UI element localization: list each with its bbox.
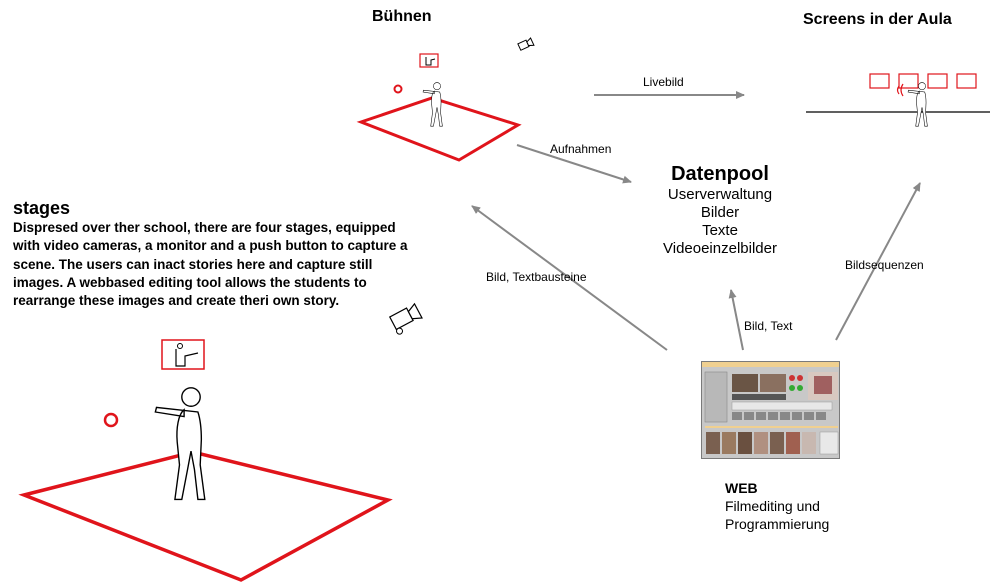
large-push-button-icon bbox=[103, 412, 119, 428]
small-stage bbox=[356, 37, 535, 162]
datenpool-block: Datenpool Userverwaltung Bilder Texte Vi… bbox=[640, 162, 800, 258]
aula-screen-1 bbox=[869, 73, 890, 89]
stages-title: stages bbox=[13, 198, 71, 218]
large-monitor-icon bbox=[161, 339, 205, 370]
arrow-aufnahmen bbox=[516, 144, 632, 184]
aula-screens bbox=[806, 73, 990, 127]
editing-tool-screenshot bbox=[701, 361, 840, 459]
web-block: WEB Filmediting und Programmierung bbox=[725, 480, 829, 533]
small-stage-floor bbox=[356, 96, 522, 162]
large-stage-floor bbox=[18, 450, 393, 582]
aula-screen-4 bbox=[956, 73, 977, 89]
stages-description: Dispresed over ther school, there are fo… bbox=[13, 220, 408, 309]
datenpool-item: Texte bbox=[702, 222, 738, 239]
datenpool-item: Userverwaltung bbox=[667, 186, 773, 203]
screens-label: Screens in der Aula bbox=[803, 11, 952, 28]
datenpool-item: Bilder bbox=[700, 204, 740, 221]
bild-text-label: Bild, Text bbox=[744, 319, 793, 333]
large-person-icon bbox=[154, 387, 206, 501]
arrow-bild-textbausteine bbox=[471, 205, 668, 351]
small-person-icon bbox=[422, 82, 443, 127]
large-stage bbox=[18, 302, 423, 582]
arrow-bild-text bbox=[728, 289, 744, 351]
web-title: WEB bbox=[725, 480, 758, 496]
small-monitor-icon bbox=[419, 53, 439, 68]
datenpool-item: Videoeinzelbilder bbox=[663, 240, 777, 257]
buehnen-label: Bühnen bbox=[372, 8, 432, 25]
editing-tool-graphic bbox=[702, 362, 839, 455]
stages-block: stages Dispresed over ther school, there… bbox=[13, 197, 413, 310]
livebild-label: Livebild bbox=[643, 75, 684, 89]
arrows bbox=[471, 91, 921, 351]
web-line: Filmediting und bbox=[725, 498, 820, 514]
small-camera-icon bbox=[517, 37, 535, 51]
arrow-bildsequenzen bbox=[835, 182, 921, 341]
large-camera-icon bbox=[388, 302, 423, 335]
small-push-button-icon bbox=[393, 84, 403, 94]
aula-screen-3 bbox=[927, 73, 948, 89]
datenpool-title: Datenpool bbox=[671, 163, 769, 185]
web-line: Programmierung bbox=[725, 516, 830, 532]
aula-wave-icon bbox=[896, 83, 904, 97]
aufnahmen-label: Aufnahmen bbox=[550, 142, 612, 156]
bildsequenzen-label: Bildsequenzen bbox=[845, 258, 924, 272]
bild-textbausteine-label: Bild, Textbausteine bbox=[486, 270, 587, 284]
aula-person-icon bbox=[907, 82, 928, 127]
aula-screen-2 bbox=[898, 73, 919, 89]
